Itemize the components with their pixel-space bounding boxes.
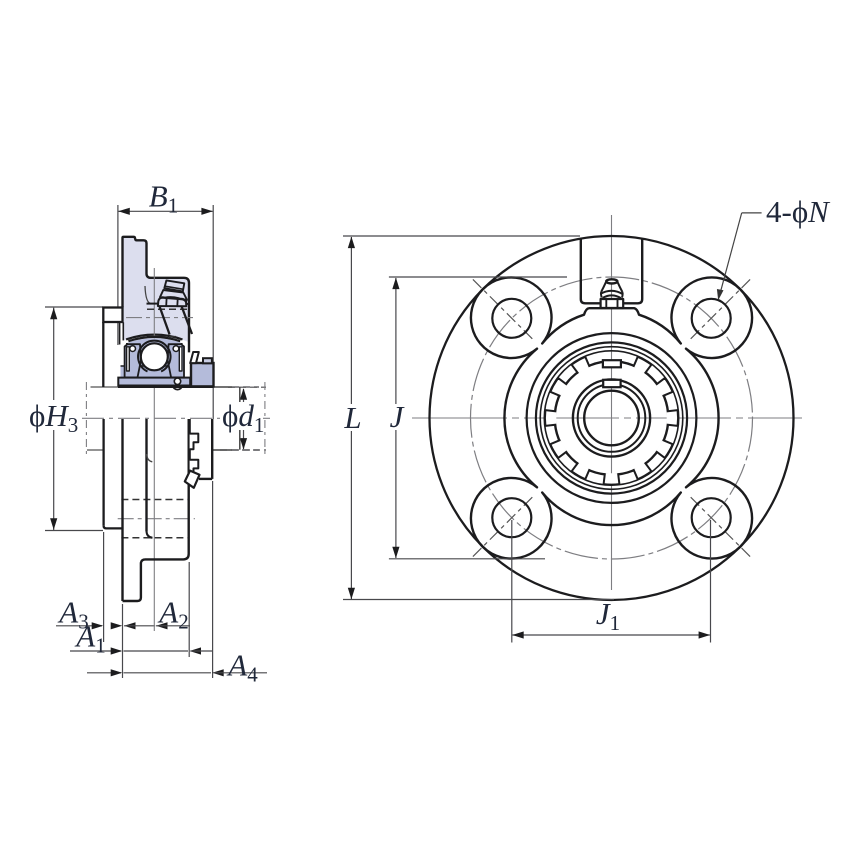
svg-text:ϕH3: ϕH3 [29, 398, 78, 437]
svg-text:4-ϕN: 4-ϕN [766, 194, 831, 229]
svg-text:ϕd1: ϕd1 [222, 398, 264, 437]
svg-text:A2: A2 [157, 595, 188, 634]
svg-text:L: L [343, 400, 361, 435]
svg-text:J: J [390, 399, 405, 434]
